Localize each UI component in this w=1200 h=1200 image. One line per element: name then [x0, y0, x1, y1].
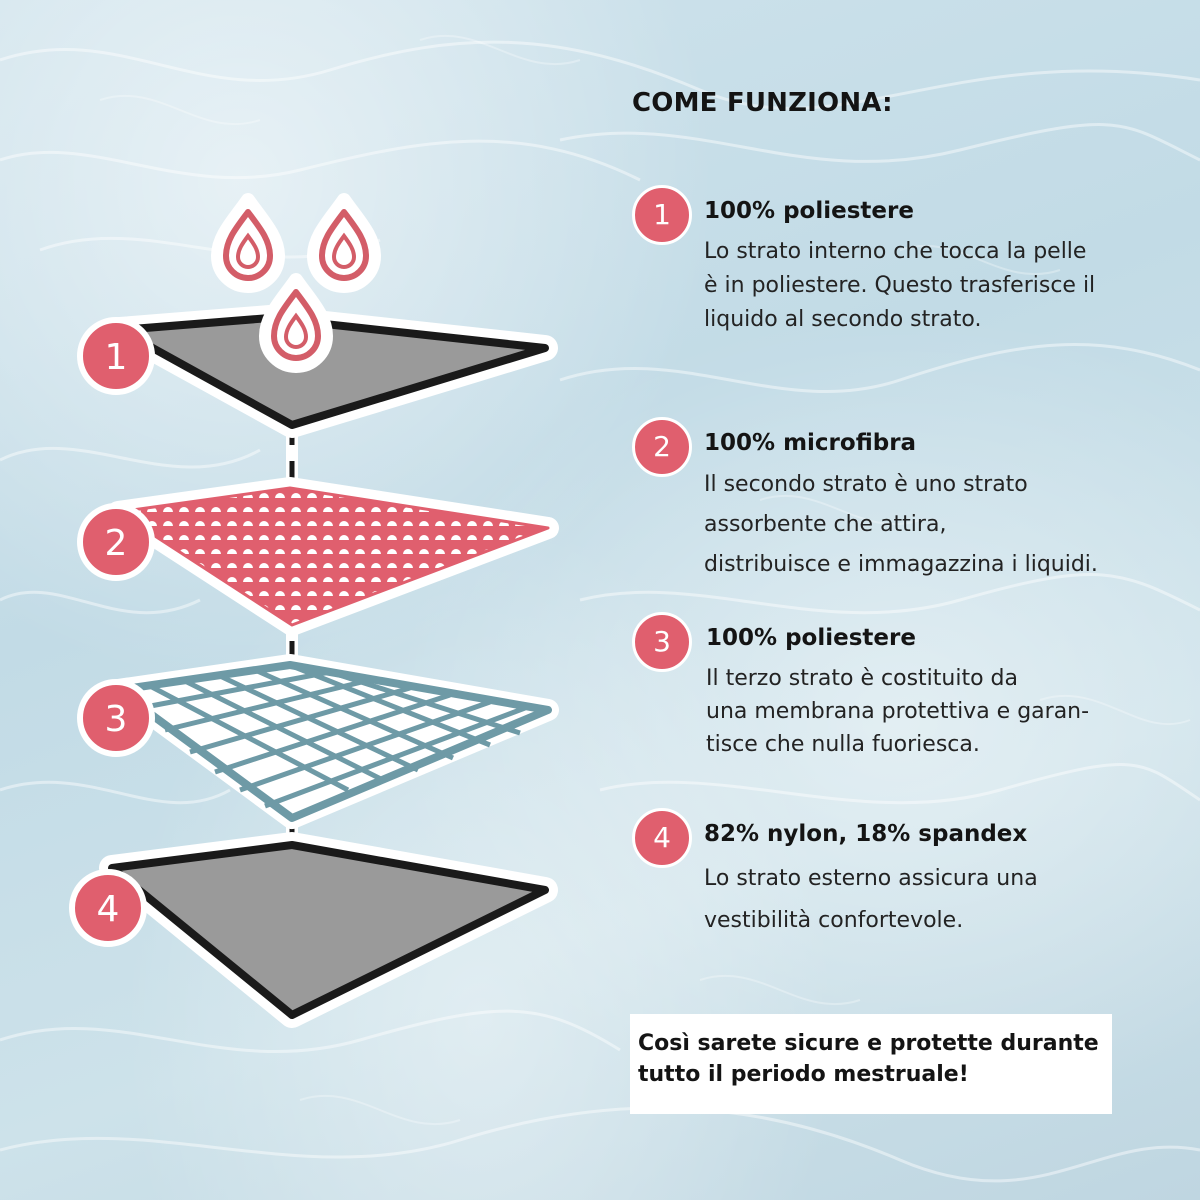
number-badge: 3	[632, 612, 692, 672]
note-line: Così sarete sicure e protette durante	[638, 1031, 1099, 1056]
page-title: COME FUNZIONA:	[632, 88, 893, 118]
item-title: 82% nylon, 18% spandex	[704, 821, 1028, 847]
layer-badge-4: 4	[69, 869, 147, 947]
item-title: 100% microfibra	[704, 430, 917, 456]
note-line: tutto il periodo mestruale!	[638, 1062, 969, 1087]
layer-3-teal-grid	[107, 654, 559, 829]
water-drop-icon	[259, 273, 333, 373]
svg-text:4: 4	[97, 889, 120, 930]
water-drop-icon	[211, 193, 285, 293]
number-badge: 4	[632, 808, 692, 868]
number-badge: 2	[632, 417, 692, 477]
number-badge: 1	[632, 185, 692, 245]
closing-note-box: Così sarete sicure e protette durante tu…	[630, 1014, 1112, 1114]
item-title: 100% poliestere	[706, 625, 916, 651]
layer-badge-3: 3	[77, 679, 155, 757]
layer-1-solid-gray	[107, 305, 558, 438]
item-title: 100% poliestere	[704, 198, 914, 224]
item-body: Lo strato interno che tocca la pelle è i…	[704, 239, 1096, 332]
item-body: Lo strato esterno assicura una vestibili…	[704, 866, 1038, 933]
water-drop-icon	[307, 193, 381, 293]
layer-badge-1: 1	[77, 317, 155, 395]
layers-illustration: 1 2 3 4	[69, 193, 559, 1028]
item-body: Il terzo strato è costituito da una memb…	[706, 666, 1090, 757]
svg-text:3: 3	[105, 699, 128, 740]
svg-text:2: 2	[105, 523, 128, 564]
layer-4-solid-gray	[99, 832, 558, 1028]
item-body: Il secondo strato è uno strato assorbent…	[704, 472, 1098, 577]
svg-text:1: 1	[105, 337, 128, 378]
layer-2-pink-dots	[107, 477, 559, 636]
layer-badge-2: 2	[77, 503, 155, 581]
